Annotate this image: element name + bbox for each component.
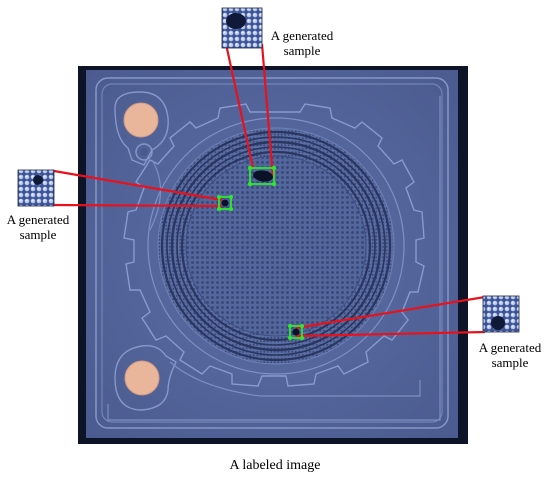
sample-label-top-line2: sample (283, 43, 321, 58)
detection-box-right (288, 324, 304, 340)
outer-gear-ring (123, 103, 425, 387)
callout-lines (53, 43, 486, 338)
sample-label-left-line2: sample (19, 227, 57, 242)
thumbnail-top (221, 7, 263, 49)
bond-pad-bottom-left (114, 345, 177, 411)
sample-label-top-line1: A generated (270, 28, 334, 43)
inner-disc (185, 155, 367, 337)
routing-traces (107, 96, 441, 421)
figure-caption: A labeled image (229, 458, 321, 473)
thumbnail-left (17, 169, 55, 207)
die-border-outer (95, 77, 449, 429)
sample-label-left: A generated sample (0, 212, 76, 242)
bond-pad-top-left (114, 91, 169, 166)
sample-label-top: A generated sample (264, 28, 340, 58)
sample-label-left-line1: A generated (6, 212, 70, 227)
concentric-dark-bands (160, 130, 392, 362)
die-border-inner (101, 83, 443, 423)
detection-box-top (247, 165, 277, 187)
sample-label-right-line1: A generated (478, 340, 542, 355)
sample-label-right-line2: sample (491, 355, 529, 370)
thumbnail-right (482, 295, 520, 333)
sample-label-right: A generated sample (472, 340, 548, 370)
ring-outer-1 (147, 117, 405, 375)
detection-box-left (217, 195, 233, 211)
